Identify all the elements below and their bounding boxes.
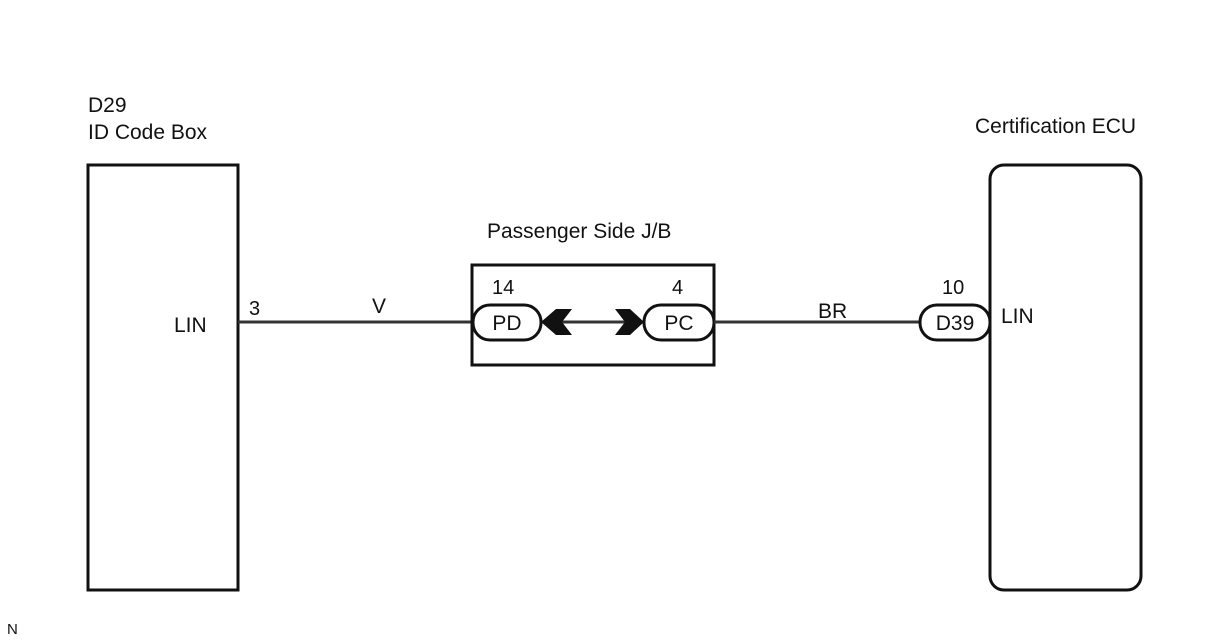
connector-pc-label: PC <box>664 312 693 335</box>
junction-left-pin-number: 14 <box>492 277 514 299</box>
id-code-box-pin-label: LIN <box>174 314 207 337</box>
connector-pd-arrow-icon <box>541 309 572 335</box>
certification-ecu-pin-label: LIN <box>1001 305 1034 328</box>
id-code-box-outline <box>86 163 240 592</box>
connector-d39 <box>918 303 992 342</box>
certification-ecu-outline <box>988 163 1143 592</box>
wire-v-color-code: V <box>372 295 386 318</box>
wire-br-color-code: BR <box>818 300 847 323</box>
id-code-box-code: D29 <box>88 94 127 117</box>
corner-mark: N <box>7 621 18 638</box>
id-code-box-name: ID Code Box <box>88 121 208 144</box>
id-code-box-pin-number: 3 <box>249 298 260 320</box>
junction-block-name: Passenger Side J/B <box>487 220 671 243</box>
connector-pd <box>471 303 543 342</box>
junction-right-pin-number: 4 <box>672 277 683 299</box>
connector-pd-label: PD <box>492 312 521 335</box>
certification-ecu-name: Certification ECU <box>975 115 1136 138</box>
certification-ecu-pin-number: 10 <box>942 277 964 299</box>
connector-d39-label: D39 <box>936 312 975 335</box>
connector-pc-arrow-icon <box>615 309 644 335</box>
